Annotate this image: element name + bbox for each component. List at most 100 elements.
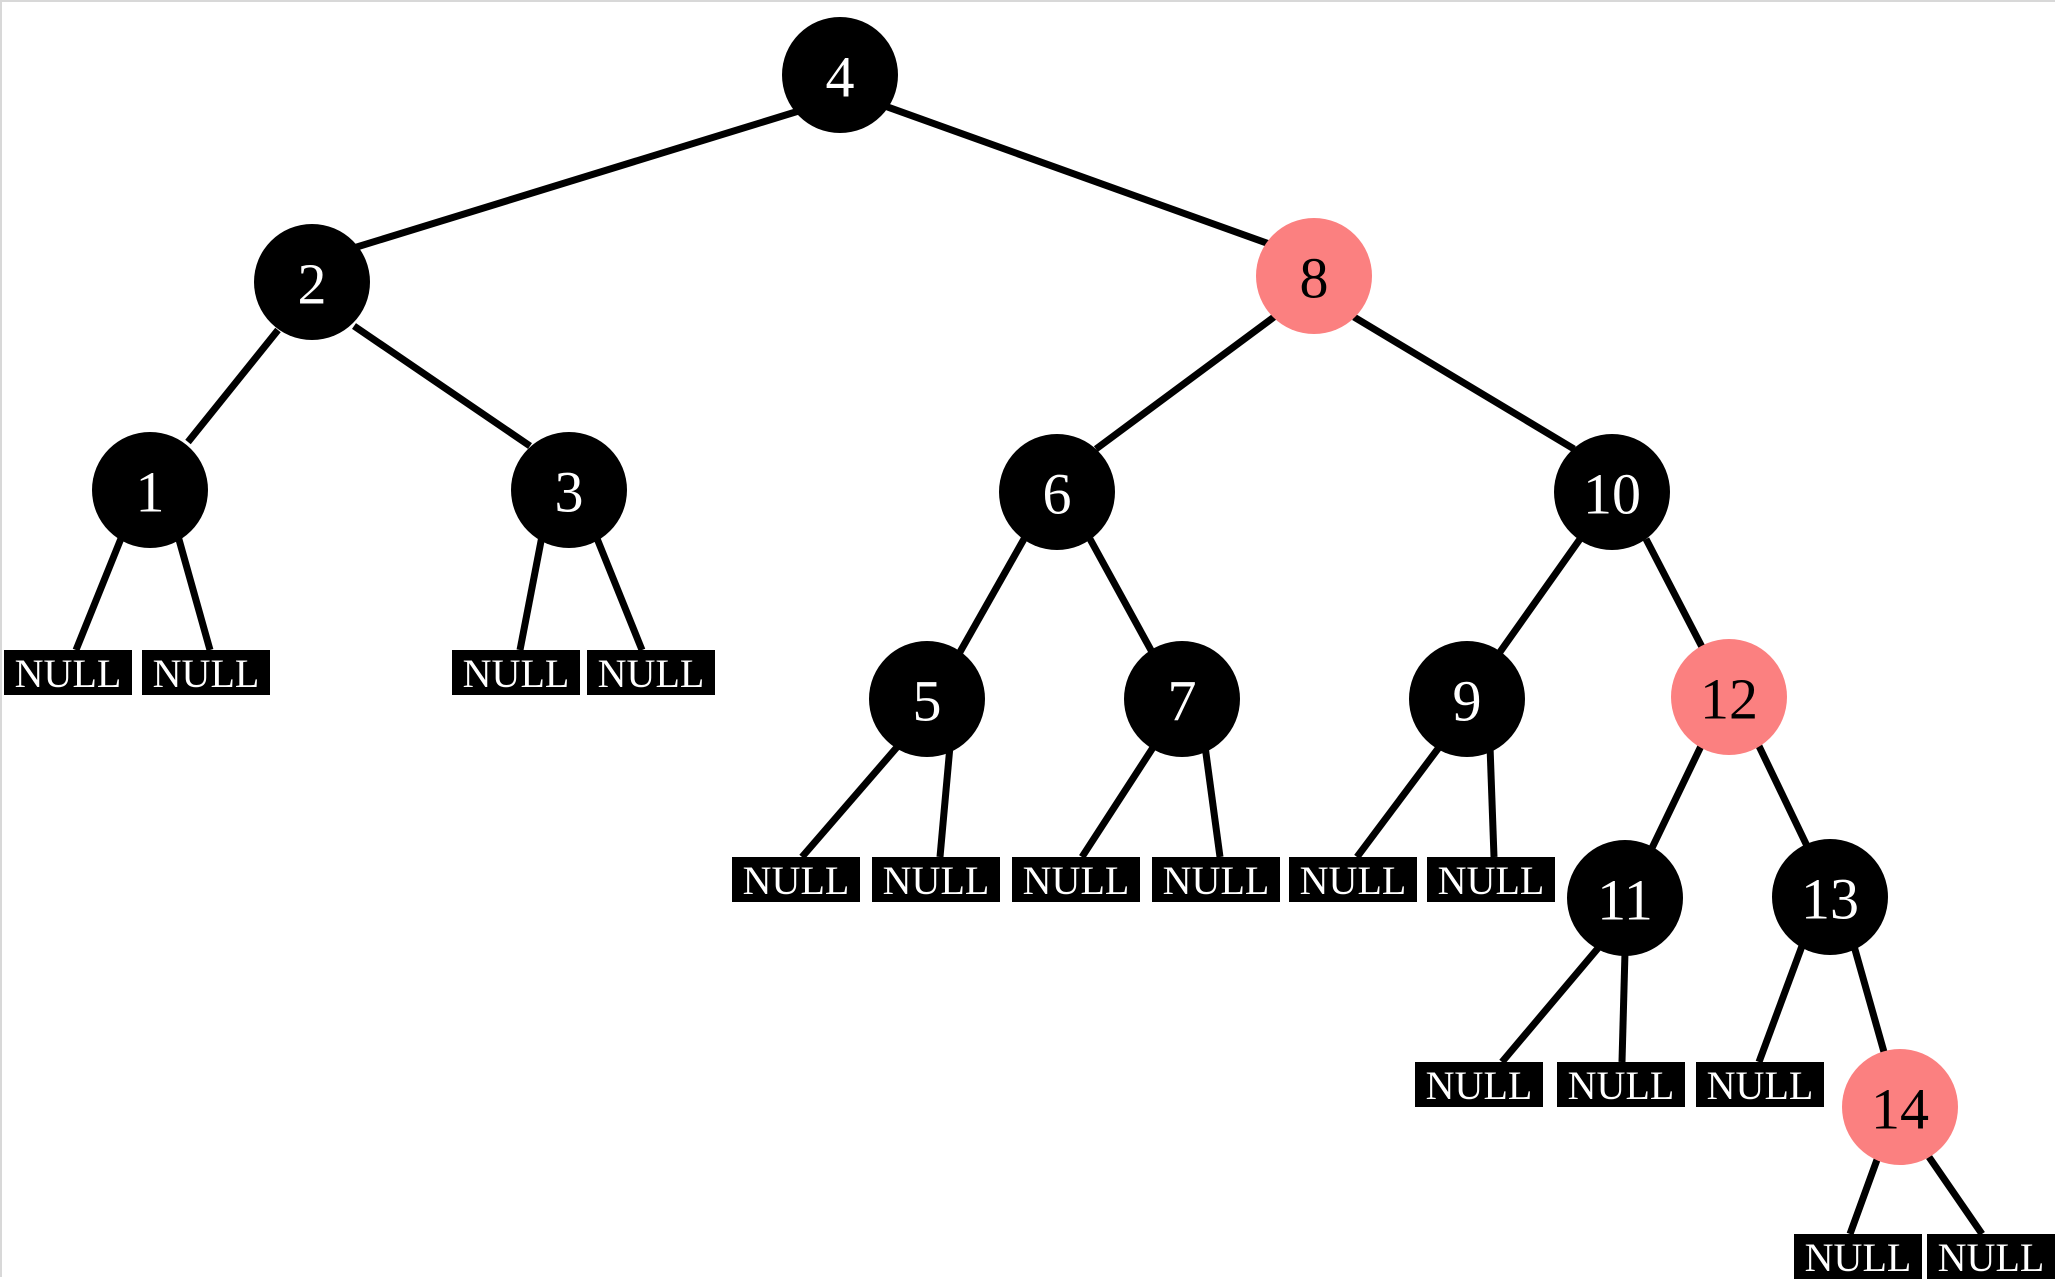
tree-node-4[interactable]: 4 xyxy=(782,17,898,133)
null-leaf-box xyxy=(1794,1234,1922,1279)
null-leaf-node: NULL xyxy=(732,857,860,903)
null-leaf-node: NULL xyxy=(1927,1234,2055,1279)
tree-edge xyxy=(1642,537,1706,649)
tree-edge xyxy=(1926,1155,1985,1236)
tree-node-3[interactable]: 3 xyxy=(511,432,627,548)
null-leaf-box xyxy=(1927,1234,2055,1279)
tree-node-5[interactable]: 5 xyxy=(869,641,985,757)
tree-node-7[interactable]: 7 xyxy=(1124,641,1240,757)
null-leaf-label: NULL xyxy=(1805,1235,1912,1279)
tree-node-label: 9 xyxy=(1453,669,1482,734)
null-leaf-box xyxy=(142,650,270,695)
black-node-circle xyxy=(1772,839,1888,955)
tree-edge xyxy=(1754,742,1812,850)
tree-edge xyxy=(1497,536,1583,655)
tree-node-label: 7 xyxy=(1168,669,1197,734)
tree-edge xyxy=(345,106,804,254)
tree-edge xyxy=(1850,945,1888,1053)
tree-edge xyxy=(1486,745,1498,858)
black-node-circle xyxy=(511,432,627,548)
black-node-circle xyxy=(999,434,1115,550)
tree-node-10[interactable]: 10 xyxy=(1554,434,1670,550)
null-leaf-label: NULL xyxy=(1426,1063,1533,1108)
tree-node-label: 2 xyxy=(298,252,327,317)
tree-edge xyxy=(936,745,954,858)
tree-edge xyxy=(185,327,281,445)
tree-node-1[interactable]: 1 xyxy=(92,432,208,548)
tree-edge xyxy=(1352,313,1576,453)
null-leaf-label: NULL xyxy=(1438,858,1545,903)
tree-node-label: 10 xyxy=(1583,462,1641,527)
red-node-circle xyxy=(1671,639,1787,755)
tree-node-label: 5 xyxy=(913,669,942,734)
null-leaf-label: NULL xyxy=(153,651,260,696)
null-leaf-node: NULL xyxy=(142,650,270,696)
tree-node-8[interactable]: 8 xyxy=(1256,218,1372,334)
tree-edge xyxy=(174,535,214,651)
null-leaf-node: NULL xyxy=(1289,857,1417,903)
tree-node-label: 12 xyxy=(1700,667,1758,732)
black-node-circle xyxy=(782,17,898,133)
null-leaf-box xyxy=(1289,857,1417,902)
null-leaf-node: NULL xyxy=(4,650,132,696)
tree-edge xyxy=(1755,944,1806,1064)
tree-node-13[interactable]: 13 xyxy=(1772,839,1888,955)
null-leaf-node: NULL xyxy=(587,650,715,696)
tree-node-12[interactable]: 12 xyxy=(1671,639,1787,755)
tree-edge xyxy=(1648,742,1706,850)
null-leaf-label: NULL xyxy=(1707,1063,1814,1108)
tree-edge xyxy=(1093,314,1277,452)
black-node-circle xyxy=(1567,840,1683,956)
null-leaf-box xyxy=(4,650,132,695)
null-leaf-box xyxy=(872,857,1000,902)
tree-edge xyxy=(880,101,1274,249)
null-leaf-box xyxy=(1012,857,1140,902)
tree-edge xyxy=(1499,944,1602,1065)
tree-edge xyxy=(352,323,532,449)
tree-node-label: 4 xyxy=(826,45,855,110)
red-node-circle xyxy=(1842,1049,1958,1165)
tree-node-label: 1 xyxy=(136,460,165,525)
null-leaf-node: NULL xyxy=(452,650,580,696)
tree-edge xyxy=(1846,1155,1882,1236)
tree-edge xyxy=(516,535,546,651)
tree-edge xyxy=(799,743,901,860)
null-leaf-node: NULL xyxy=(1427,857,1555,903)
null-leaf-label: NULL xyxy=(1163,858,1270,903)
null-leaf-box xyxy=(1415,1062,1543,1107)
null-leaf-box xyxy=(1427,857,1555,902)
tree-edge xyxy=(72,534,126,652)
tree-edge xyxy=(1354,743,1443,860)
red-node-circle xyxy=(1256,218,1372,334)
black-node-circle xyxy=(1124,641,1240,757)
null-leaf-label: NULL xyxy=(1568,1063,1675,1108)
tree-node-6[interactable]: 6 xyxy=(999,434,1115,550)
tree-node-label: 6 xyxy=(1043,462,1072,527)
null-leaf-node: NULL xyxy=(872,857,1000,903)
null-leaf-node: NULL xyxy=(1557,1062,1685,1108)
null-leaf-box xyxy=(587,650,715,695)
black-node-circle xyxy=(1409,641,1525,757)
null-leaf-label: NULL xyxy=(883,858,990,903)
black-node-circle xyxy=(92,432,208,548)
null-leaf-label: NULL xyxy=(1938,1235,2045,1279)
null-leaf-label: NULL xyxy=(598,651,705,696)
black-node-circle xyxy=(869,641,985,757)
tree-edge xyxy=(1201,745,1224,858)
tree-node-11[interactable]: 11 xyxy=(1567,840,1683,956)
null-leaf-label: NULL xyxy=(1023,858,1130,903)
null-leaf-label: NULL xyxy=(1300,858,1407,903)
null-leaf-node: NULL xyxy=(1012,857,1140,903)
tree-edge xyxy=(1086,537,1156,654)
black-node-circle xyxy=(1554,434,1670,550)
null-leaf-box xyxy=(1557,1062,1685,1107)
null-nodes-layer: NULL NULL NULL NULL NULL NULL NULL NULL NULL NULL… xyxy=(4,650,2055,1279)
null-leaf-box xyxy=(452,650,580,695)
tree-node-14[interactable]: 14 xyxy=(1842,1049,1958,1165)
tree-node-9[interactable]: 9 xyxy=(1409,641,1525,757)
tree-node-label: 8 xyxy=(1300,246,1329,311)
tree-node-label: 11 xyxy=(1597,868,1653,933)
tree-node-2[interactable]: 2 xyxy=(254,224,370,340)
